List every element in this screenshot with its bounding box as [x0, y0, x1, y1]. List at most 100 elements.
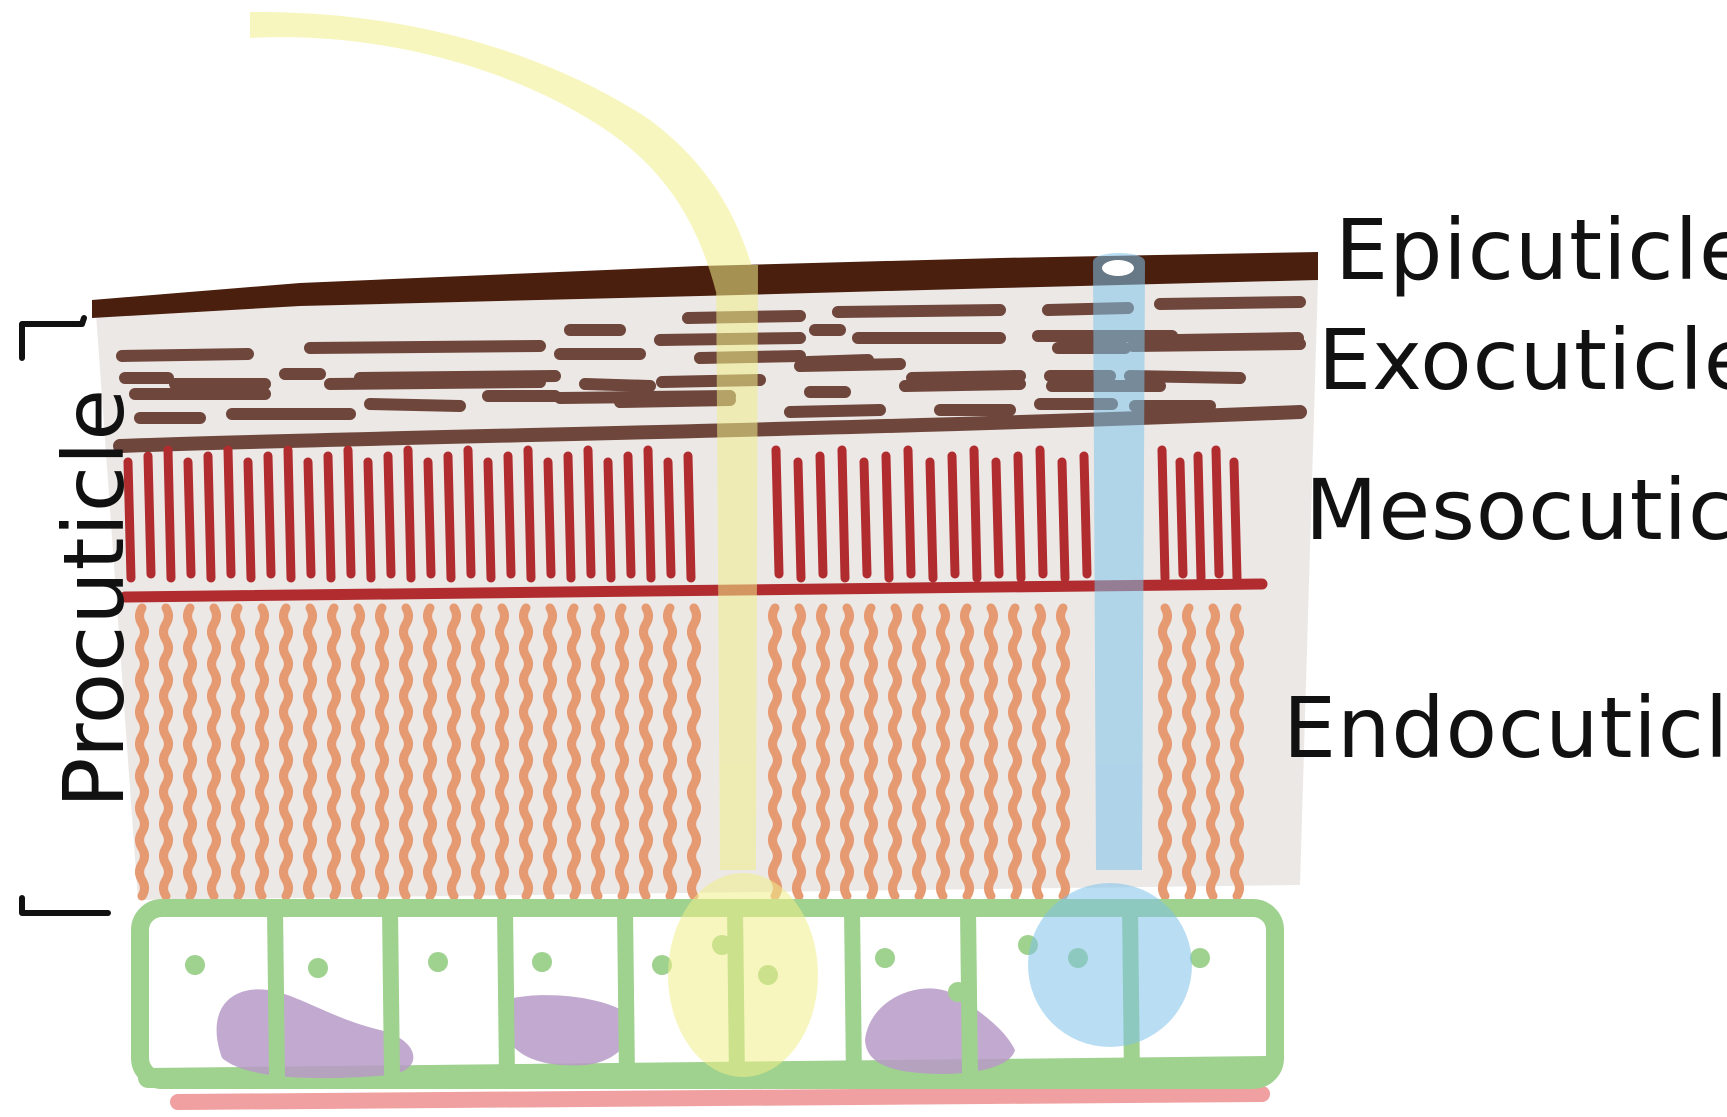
endocuticle-fiber	[164, 608, 169, 896]
endocuticle-fiber	[1013, 608, 1018, 896]
mesocuticle-fiber	[1018, 456, 1021, 578]
mesocuticle-fiber	[1234, 462, 1237, 578]
endocuticle-fiber	[428, 608, 433, 896]
cell-wall	[390, 908, 392, 1078]
endocuticle-fiber	[380, 608, 385, 896]
mesocuticle-fiber	[428, 462, 431, 574]
exocuticle-fiber	[800, 364, 900, 366]
endocuticle-fiber	[1163, 608, 1168, 896]
endocuticle-fiber	[524, 608, 529, 896]
endocuticle-fiber	[941, 608, 946, 896]
endocuticle-fiber	[500, 608, 505, 896]
mesocuticle-fiber	[488, 462, 491, 578]
mesocuticle-fiber	[568, 456, 571, 578]
mesocuticle-fiber	[328, 456, 331, 578]
mesocuticle-fiber	[168, 450, 171, 578]
endocuticle-fiber	[893, 608, 898, 896]
endocuticle-fiber	[1187, 608, 1192, 896]
exocuticle-fiber	[790, 410, 880, 412]
mesocuticle-fiber	[952, 456, 955, 574]
mesocuticle-fiber	[798, 462, 801, 578]
cell-nucleus	[185, 955, 205, 975]
endocuticle-fiber	[284, 608, 289, 896]
mesocuticle-fiber	[820, 456, 823, 574]
mesocuticle-fiber	[648, 450, 651, 578]
procuticle-label: Procuticle	[52, 388, 136, 808]
mesocuticle-fiber	[974, 450, 977, 578]
mesocuticle-fiber	[908, 450, 911, 574]
endocuticle-fiber	[917, 608, 922, 896]
mesocuticle-fiber	[368, 462, 371, 578]
endocuticle-fiber	[308, 608, 313, 896]
endocuticle-label: Endocuticle	[1283, 686, 1727, 770]
mesocuticle-fiber	[668, 462, 671, 574]
endocuticle-fiber	[356, 608, 361, 896]
exocuticle-fiber	[122, 354, 248, 356]
endocuticle-fiber	[821, 608, 826, 896]
cell-nucleus	[875, 948, 895, 968]
endocuticle-fiber	[596, 608, 601, 896]
exocuticle-fiber	[1160, 302, 1300, 304]
cell-wall	[852, 908, 854, 1078]
epicuticle-label: Epicuticle	[1335, 208, 1727, 292]
endocuticle-fiber	[620, 608, 625, 896]
cell-wall	[625, 908, 627, 1078]
exocuticle-fiber	[905, 384, 1020, 386]
mesocuticle-fiber	[776, 450, 779, 574]
mesocuticle-fiber	[688, 456, 691, 578]
endocuticle-fiber	[548, 608, 553, 896]
mesocuticle-fiber	[508, 456, 511, 574]
endocuticle-fiber	[965, 608, 970, 896]
mesocuticle-fiber	[548, 462, 551, 574]
mesocuticle-fiber	[308, 462, 311, 574]
trichogen-cell	[668, 873, 818, 1077]
endocuticle-fiber	[1211, 608, 1216, 896]
endocuticle-fiber	[845, 608, 850, 896]
mesocuticle-fiber	[930, 462, 933, 578]
mesocuticle-fiber	[864, 462, 867, 574]
cell-wall	[968, 908, 970, 1078]
mesocuticle-fiber	[1180, 462, 1183, 574]
endocuticle-fiber	[644, 608, 649, 896]
mesocuticle-fiber	[628, 456, 631, 574]
endocuticle-fiber	[773, 608, 778, 896]
mesocuticle-fiber	[1162, 450, 1165, 578]
mesocuticle-label: Mesocuticle	[1305, 468, 1727, 552]
cell-nucleus	[428, 952, 448, 972]
exocuticle-fiber	[620, 400, 730, 402]
sensory-seta	[250, 12, 758, 292]
mesocuticle-fiber	[248, 462, 251, 578]
exocuticle-fiber	[838, 310, 1000, 312]
mesocuticle-fiber	[608, 462, 611, 578]
mesocuticle-fiber	[148, 456, 151, 574]
cell-wall	[505, 908, 507, 1078]
exocuticle-fiber	[912, 376, 1020, 378]
mesocuticle-fiber	[388, 456, 391, 574]
endocuticle-fiber	[668, 608, 673, 896]
cell-wall	[275, 908, 277, 1078]
exocuticle-fiber	[1133, 344, 1300, 346]
endocuticle-fiber	[797, 608, 802, 896]
mesocuticle-fiber	[268, 456, 271, 574]
exocuticle-label: Exocuticle	[1318, 318, 1727, 402]
mesocuticle-fiber	[208, 456, 211, 578]
mesocuticle-fiber	[996, 462, 999, 574]
cell-nucleus	[532, 952, 552, 972]
cell-nucleus	[308, 958, 328, 978]
endocuticle-fiber	[572, 608, 577, 896]
sensory-duct	[716, 265, 758, 870]
mesocuticle-fiber	[528, 450, 531, 578]
endocuticle-fiber	[1061, 608, 1066, 896]
mesocuticle-fiber	[348, 450, 351, 574]
endocuticle-fiber	[188, 608, 193, 896]
endocuticle-fiber	[1235, 608, 1240, 896]
mesocuticle-fiber	[1062, 462, 1065, 578]
mesocuticle-fiber	[1198, 456, 1201, 578]
exocuticle-fiber	[370, 404, 460, 406]
endocuticle-fiber	[869, 608, 874, 896]
mesocuticle-fiber	[288, 450, 291, 578]
exocuticle-fiber	[330, 382, 540, 384]
mesocuticle-fiber	[1040, 450, 1043, 574]
mesocuticle-fiber	[1216, 450, 1219, 574]
